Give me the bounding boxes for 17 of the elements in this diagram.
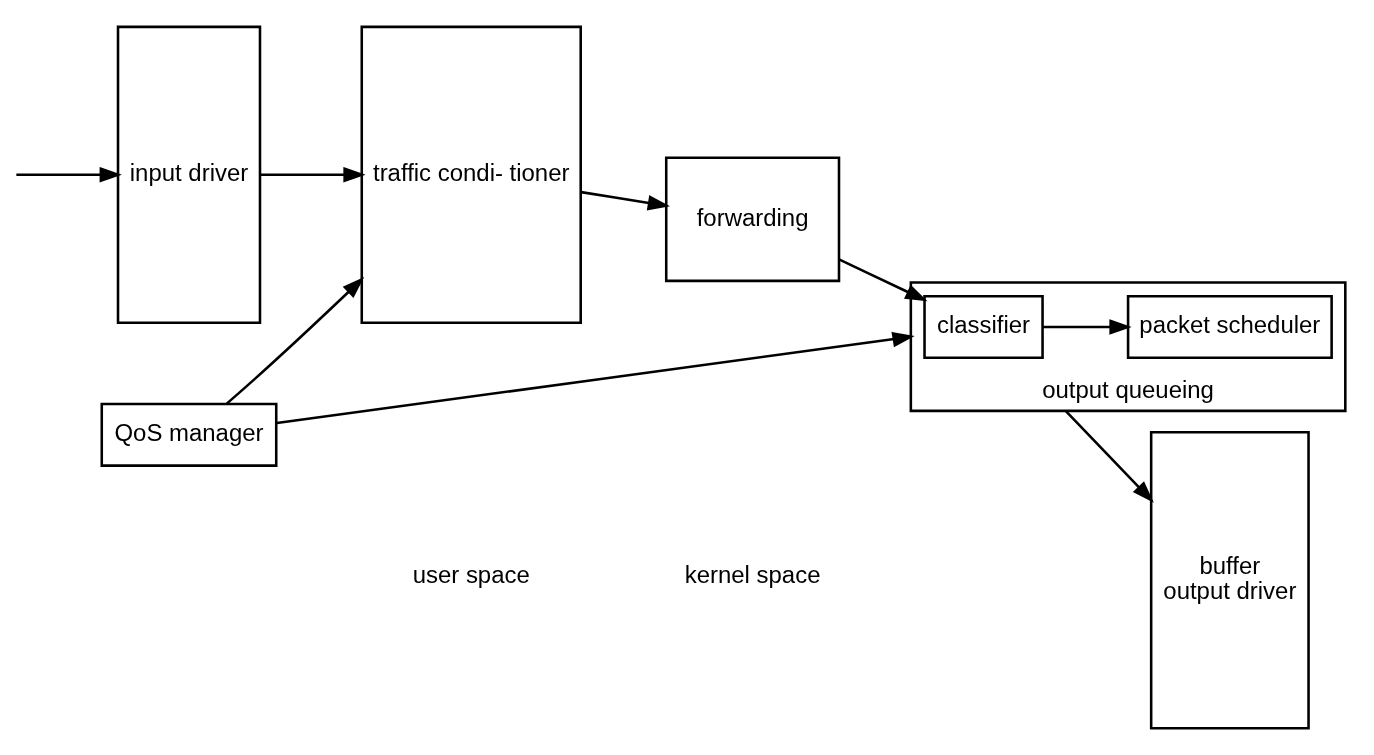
node-box: QoS manager bbox=[100, 402, 278, 467]
arrow bbox=[276, 331, 915, 425]
node-box: classifier bbox=[923, 294, 1044, 360]
label: user space bbox=[412, 561, 530, 589]
label: kernel space bbox=[684, 561, 821, 589]
arrow bbox=[838, 258, 928, 302]
node-box: buffer output driver bbox=[1149, 430, 1310, 730]
arrow bbox=[581, 190, 670, 211]
node-box: packet scheduler bbox=[1126, 294, 1333, 360]
arrow bbox=[1042, 319, 1132, 335]
arrow bbox=[1064, 409, 1154, 503]
arrow bbox=[16, 167, 122, 183]
arrow bbox=[260, 167, 366, 183]
node-box: input driver bbox=[116, 25, 262, 325]
arrow bbox=[225, 276, 365, 405]
node-box: forwarding bbox=[664, 156, 841, 283]
node-box: traffic condi- tioner bbox=[360, 25, 582, 325]
